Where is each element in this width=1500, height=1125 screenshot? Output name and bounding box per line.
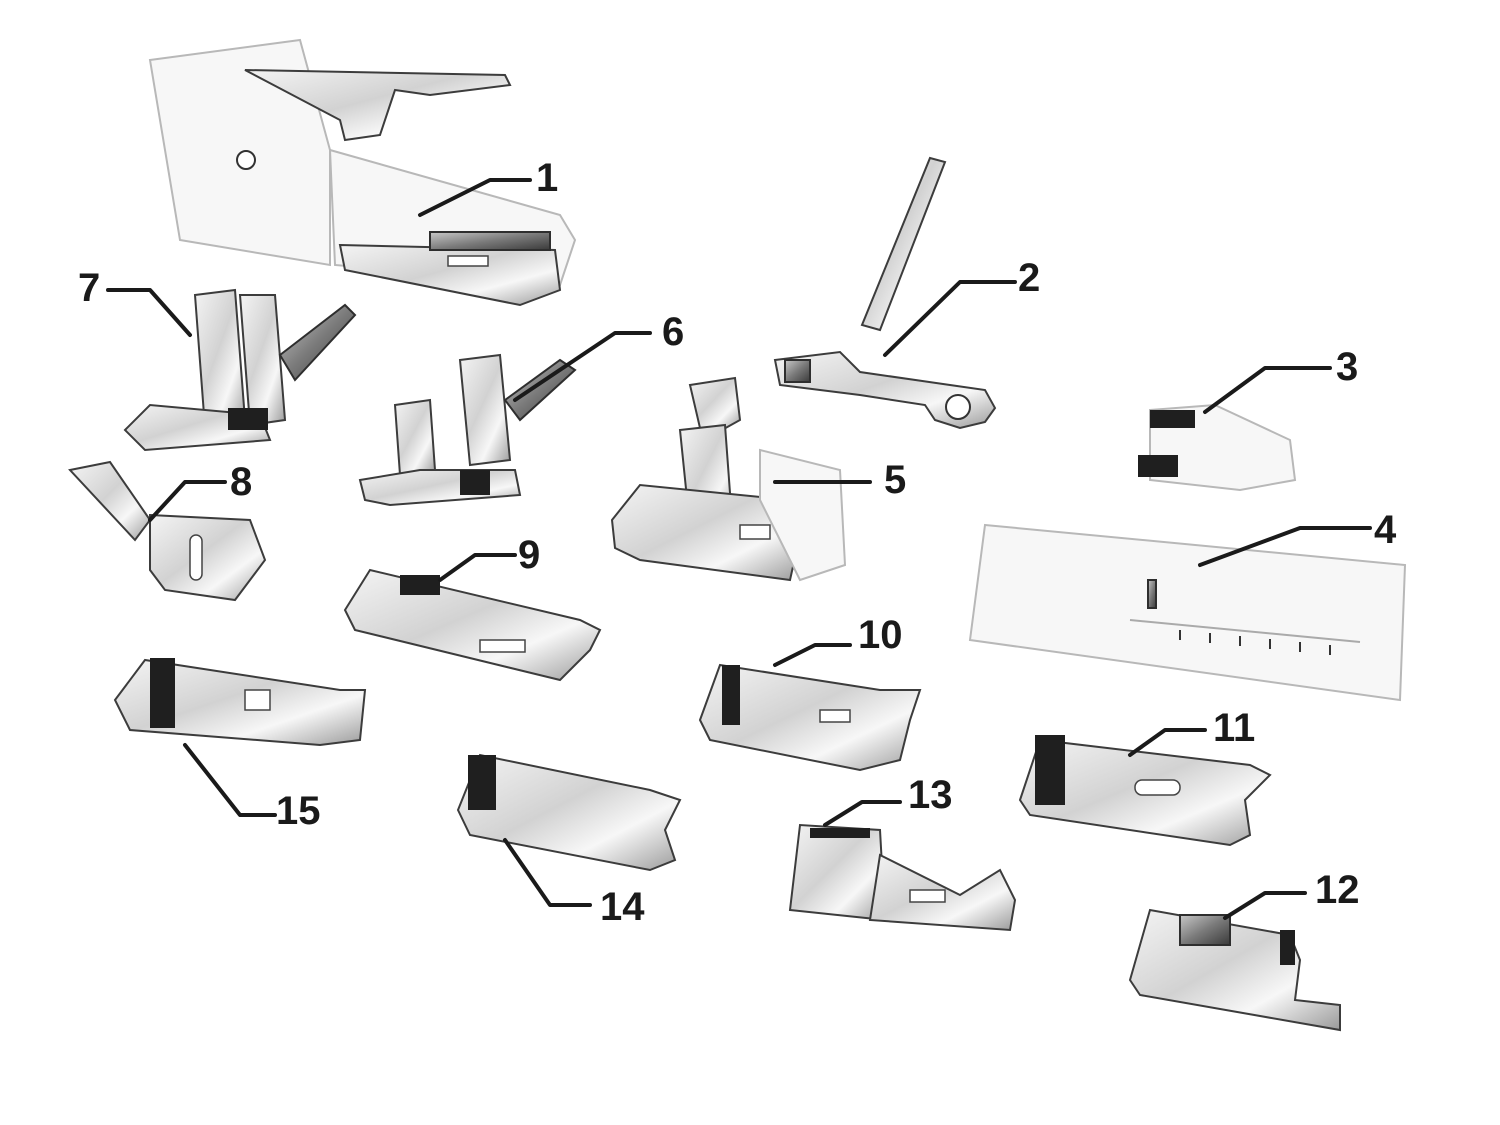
label-14: 14	[600, 885, 645, 929]
leader-4	[1198, 526, 1372, 567]
part-14-straight-foot	[456, 753, 682, 907]
leader-3	[1203, 366, 1332, 414]
part-8-slotted-foot	[68, 460, 267, 602]
part-2-quilting-guide	[773, 156, 1017, 430]
label-1: 1	[536, 156, 559, 200]
label-10: 10	[858, 613, 903, 657]
part-5-blind-hem-foot	[610, 376, 872, 582]
part-13-narrow-zipper-foot	[788, 800, 1017, 932]
part-7-shank-foot	[106, 288, 357, 452]
label-7: 7	[78, 266, 101, 310]
label-8: 8	[230, 460, 253, 504]
leader-1	[418, 178, 532, 217]
part-12-buttonhole-foot	[1128, 891, 1341, 1032]
label-6: 6	[662, 310, 685, 354]
leader-12	[1223, 891, 1307, 920]
label-5: 5	[884, 458, 907, 502]
part-15-cording-foot	[113, 658, 367, 817]
label-3: 3	[1336, 345, 1359, 389]
leader-11	[1128, 728, 1207, 757]
part-6-zipper-foot	[358, 331, 652, 507]
part-4-seam-guide	[968, 523, 1407, 702]
label-12: 12	[1315, 868, 1360, 912]
part-9-overcast-foot	[343, 553, 602, 682]
label-2: 2	[1018, 256, 1041, 300]
leader-9	[438, 553, 517, 582]
part-11-satin-foot	[1018, 728, 1272, 847]
label-9: 9	[518, 533, 541, 577]
leader-8	[148, 480, 227, 522]
part-3-clear-foot	[1138, 366, 1332, 492]
leader-13	[823, 800, 902, 827]
label-13: 13	[908, 773, 953, 817]
part-10-zigzag-foot	[698, 643, 922, 772]
label-4: 4	[1374, 508, 1397, 552]
label-11: 11	[1213, 706, 1256, 750]
leader-2	[883, 280, 1017, 357]
leader-10	[773, 643, 852, 667]
leader-15	[183, 743, 277, 817]
leader-6	[513, 331, 652, 402]
label-15: 15	[276, 789, 321, 833]
leader-7	[106, 288, 192, 337]
leader-14	[503, 838, 592, 907]
part-1-walking-foot	[148, 38, 577, 307]
